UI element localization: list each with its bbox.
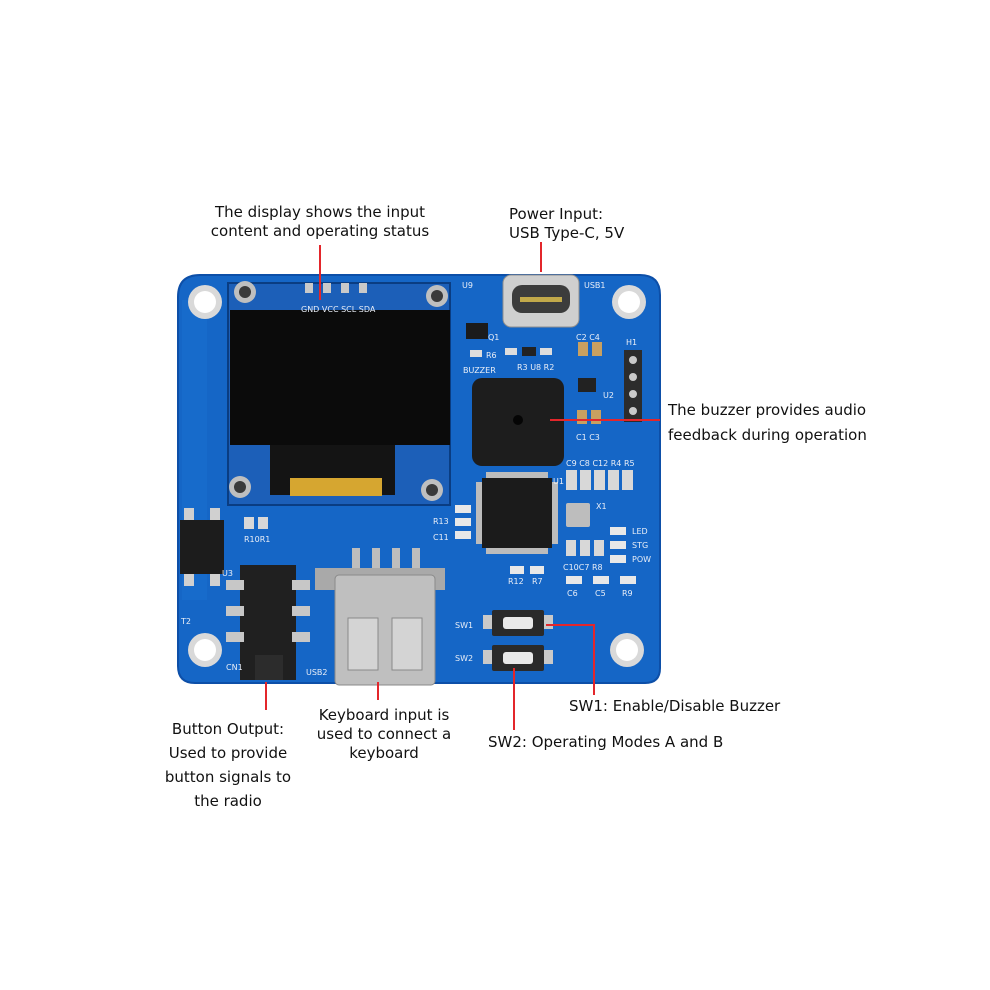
- sw1-tactile-switch: [483, 610, 553, 636]
- usb-a-port: [315, 548, 445, 686]
- mounting-hole-top-right: [612, 285, 646, 319]
- u3-optocoupler: [180, 508, 224, 586]
- silk-stg: STG: [632, 541, 648, 550]
- annotation-display: The display shows the input content and …: [180, 203, 460, 241]
- silk-q1: Q1: [488, 333, 499, 342]
- silk-c2c4: C2 C4: [576, 333, 600, 342]
- silk-u9: U9: [462, 281, 473, 290]
- annotation-keyboard-line1: Keyboard input is: [318, 706, 450, 724]
- silk-x1: X1: [596, 502, 607, 511]
- annotation-button-output: Button Output: Used to provide button si…: [148, 717, 308, 813]
- annotation-buzzer-line2: feedback during operation: [668, 426, 867, 444]
- annotation-button-output-line1: Button Output:: [171, 720, 285, 738]
- usb-c-port: [502, 274, 580, 328]
- silk-sw1: SW1: [455, 621, 473, 630]
- annotation-sw1: SW1: Enable/Disable Buzzer: [569, 697, 781, 715]
- silk-usb1: USB1: [584, 281, 606, 290]
- annotation-button-output-line3: button signals to: [164, 768, 292, 786]
- silk-r9: R9: [622, 589, 633, 598]
- smd-parts-top: [470, 342, 602, 424]
- annotation-buzzer-line1: The buzzer provides audio: [668, 401, 867, 419]
- annotation-keyboard-line3: keyboard: [349, 744, 419, 762]
- annotation-keyboard: Keyboard input is used to connect a keyb…: [300, 706, 468, 763]
- silk-oled-pins: GND VCC SCL SDA: [301, 305, 376, 314]
- silk-c9row: C9 C8 C12 R4 R5: [566, 459, 635, 468]
- crystal-x1: [566, 503, 590, 527]
- silk-c6: C6: [567, 589, 578, 598]
- buzzer-component: [472, 378, 564, 466]
- sw2-tactile-switch: [483, 645, 553, 671]
- silk-t2: T2: [180, 617, 191, 626]
- annotation-display-line1: The display shows the input: [214, 203, 425, 221]
- annotation-power-line1: Power Input:: [509, 205, 604, 223]
- silk-cn1: CN1: [226, 663, 243, 672]
- smd-parts-row-c9: [566, 470, 633, 490]
- annotation-power-line2: USB Type-C, 5V: [509, 224, 625, 242]
- h1-pin-header: [624, 350, 642, 422]
- mounting-hole-bottom-right: [610, 633, 644, 667]
- silk-c10row: C10C7 R8: [563, 563, 603, 572]
- annotation-display-line2: content and operating status: [210, 222, 430, 240]
- annotation-keyboard-line2: used to connect a: [316, 725, 452, 743]
- silkscreen-labels: GND VCC SCL SDA U9 USB1 Q1 R6 BUZZER R3 …: [180, 281, 651, 677]
- status-leds: [610, 527, 626, 563]
- silk-c5: C5: [595, 589, 606, 598]
- oled-screen: [230, 310, 450, 445]
- smd-parts-lower: [244, 505, 636, 584]
- audio-jack: [226, 565, 310, 680]
- annotation-sw2: SW2: Operating Modes A and B: [488, 733, 724, 751]
- silk-r13: R13: [433, 517, 449, 526]
- silk-u3: U3: [222, 569, 233, 578]
- silk-u2: U2: [603, 391, 614, 400]
- silk-pow: POW: [632, 555, 651, 564]
- mounting-hole-bottom-left: [188, 633, 222, 667]
- silk-sw2: SW2: [455, 654, 473, 663]
- silk-r3u8r2: R3 U8 R2: [517, 363, 554, 372]
- silk-u1: U1: [553, 477, 564, 486]
- silk-c11: C11: [433, 533, 449, 542]
- leader-sw1: [546, 624, 595, 695]
- silk-buzzer: BUZZER: [463, 366, 496, 375]
- silk-r6: R6: [486, 351, 497, 360]
- leader-lines: [265, 242, 660, 730]
- silk-r10r1: R10R1: [244, 535, 270, 544]
- silk-usb2: USB2: [306, 668, 328, 677]
- oled-display-module: [227, 281, 451, 506]
- mounting-hole-top-left: [188, 285, 222, 319]
- silk-r12: R12: [508, 577, 524, 586]
- annotation-button-output-line2: Used to provide: [168, 744, 288, 762]
- silk-r7: R7: [532, 577, 543, 586]
- silk-c1c3: C1 C3: [576, 433, 600, 442]
- silk-h1: H1: [626, 338, 637, 347]
- q1-transistor: [466, 323, 488, 339]
- annotation-button-output-line4: the radio: [194, 792, 262, 810]
- mcu-chip: [476, 472, 558, 554]
- silk-led: LED: [632, 527, 648, 536]
- annotation-power: Power Input: USB Type-C, 5V: [509, 205, 624, 243]
- annotation-buzzer: The buzzer provides audio feedback durin…: [668, 398, 867, 448]
